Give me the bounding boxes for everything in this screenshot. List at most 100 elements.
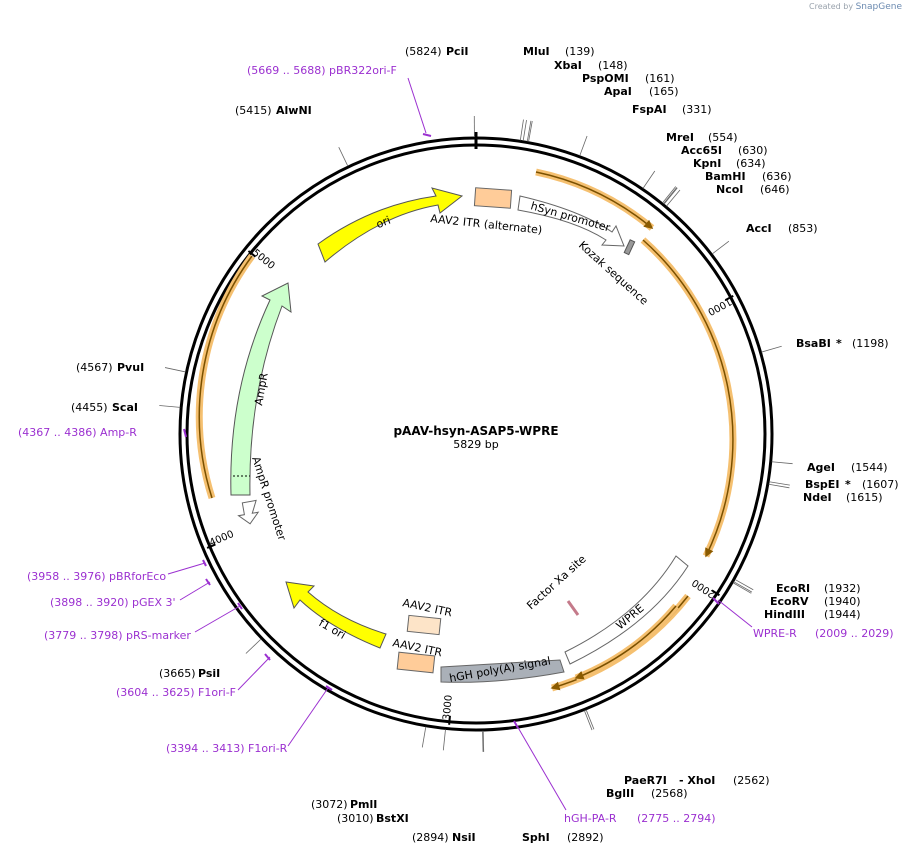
- site-pos: (3072): [311, 798, 348, 811]
- feature-hgh-polya: [440, 659, 565, 683]
- site-star: *: [836, 337, 842, 350]
- site-pos: (2894): [412, 831, 449, 844]
- site-name: XbaI: [554, 59, 582, 72]
- site-name: AccI: [746, 222, 772, 235]
- feature-aav2-itr-upper: [406, 614, 442, 636]
- site-name: BstXI: [376, 812, 409, 825]
- tick-label: 4000: [208, 529, 236, 549]
- site-leader-line: [771, 461, 793, 465]
- site-pos: (1944): [824, 608, 861, 621]
- site-leader-line: [585, 709, 595, 730]
- primer-pbr322ori-f: (5669 .. 5688) pBR322ori-F: [247, 64, 397, 77]
- primer-f1ori-f: (3604 .. 3625) F1ori-F: [116, 686, 236, 699]
- site-name: PmlI: [350, 798, 377, 811]
- site-leader-line: [482, 730, 485, 752]
- site-pos: (1615): [846, 491, 883, 504]
- feature-ampr-promoter: [237, 499, 260, 525]
- tick-label: 5000: [250, 247, 277, 272]
- site-name: BsaBI: [796, 337, 831, 350]
- feature-aav2-itr-lower: [396, 651, 436, 674]
- site-pos: (2568): [651, 787, 688, 800]
- site-name: AlwNI: [276, 104, 312, 117]
- primer-marks: [183, 133, 720, 729]
- site-name: PspOMI: [582, 72, 629, 85]
- primer-pbrforeco: (3958 .. 3976) pBRforEco: [27, 570, 166, 583]
- site-leader-line: [711, 240, 730, 255]
- site-pos: (1932): [824, 582, 861, 595]
- primer-pgex3: (3898 .. 3920) pGEX 3': [50, 596, 176, 609]
- site-leader-line: [734, 579, 754, 591]
- site-pos: (853): [788, 222, 818, 235]
- tick-label: 2000: [690, 576, 717, 599]
- site-leader-line: [769, 481, 790, 486]
- site-star: *: [845, 478, 851, 491]
- feature-ampr: [230, 282, 292, 496]
- site-pos: (165): [649, 85, 679, 98]
- site-pos: (3010): [337, 812, 374, 825]
- site-name: MreI: [666, 131, 694, 144]
- site-pos: (634): [736, 157, 766, 170]
- label-factor-xa: Factor Xa site: [524, 552, 588, 612]
- site-name: ScaI: [112, 401, 138, 414]
- site-leader-line: [421, 726, 427, 748]
- primer-prs-marker: (3779 .. 3798) pRS-marker: [44, 629, 191, 642]
- orange-orf-arcs: [195, 168, 737, 692]
- site-pos: (1544): [851, 461, 888, 474]
- site-leader-line: [526, 120, 532, 142]
- feature-aav2-itr-alternate: [473, 187, 513, 209]
- site-pos: (5415): [235, 104, 272, 117]
- site-name: BamHI: [705, 170, 746, 183]
- site-leader-line: [663, 187, 678, 204]
- feature-hsyn-promoter: [517, 195, 625, 247]
- site-pos: (148): [598, 59, 628, 72]
- primer-labels: (5669 .. 5688) pBR322ori-F WPRE-R (2009 …: [18, 64, 894, 825]
- site-leader-line: [733, 581, 753, 593]
- site-pos: (1940): [824, 595, 861, 608]
- label-aav2-itr-alternate: AAV2 ITR (alternate): [430, 212, 543, 237]
- primer-hgh-pa-r-range: (2775 .. 2794): [637, 812, 716, 825]
- primer-amp-r: (4367 .. 4386) Amp-R: [18, 426, 137, 439]
- site-pos: (1607): [862, 478, 899, 491]
- site-pos: (646): [760, 183, 790, 196]
- site-name: EcoRV: [770, 595, 809, 608]
- site-leader-line: [528, 120, 533, 142]
- site-name: PsiI: [198, 667, 220, 680]
- site-pos: (554): [708, 131, 738, 144]
- feature-f1-ori: [285, 581, 387, 649]
- plasmid-size: 5829 bp: [453, 438, 498, 451]
- site-leader-line: [666, 189, 681, 207]
- site-name: NcoI: [716, 183, 743, 196]
- snapgene-logo: SnapGene: [855, 2, 902, 12]
- site-pos: (4455): [71, 401, 108, 414]
- site-name: PaeR7I: [624, 774, 667, 787]
- site-name: MluI: [523, 45, 550, 58]
- restriction-site-labels: (5824) PciI MluI (139) XbaI (148) PspOMI…: [71, 45, 899, 844]
- site-name: Acc65I: [681, 144, 722, 157]
- snapgene-credit: Created by SnapGene: [809, 2, 902, 12]
- site-leader-line: [164, 367, 186, 373]
- tick-label: 1000: [706, 295, 734, 317]
- primer-f1ori-r: (3394 .. 3413) F1ori-R: [166, 742, 288, 755]
- site-pos: (5824): [405, 45, 442, 58]
- site-pos: (139): [565, 45, 595, 58]
- site-pos: (161): [645, 72, 675, 85]
- site-name: BspEI: [805, 478, 839, 491]
- tick-mark: [448, 715, 451, 725]
- feature-factor-xa: [566, 600, 580, 616]
- site-leader-line: [768, 483, 790, 489]
- site-name: NsiI: [452, 831, 476, 844]
- site-pos: (4567): [76, 361, 113, 374]
- site-leader-line: [338, 146, 349, 167]
- site-name: ApaI: [604, 85, 632, 98]
- label-ori: ori: [374, 214, 392, 231]
- label-ampr-promoter: AmpR promoter: [249, 455, 289, 543]
- site-leader-lines: [159, 116, 793, 752]
- site-name: HindIII: [764, 608, 805, 621]
- primer-hgh-pa-r: hGH-PA-R: [564, 812, 617, 825]
- feature-wpre: [564, 555, 689, 665]
- credit-prefix: Created by: [809, 2, 854, 11]
- site-pos: (636): [762, 170, 792, 183]
- site-leader-line: [732, 582, 752, 594]
- label-ampr: AmpR: [252, 372, 271, 407]
